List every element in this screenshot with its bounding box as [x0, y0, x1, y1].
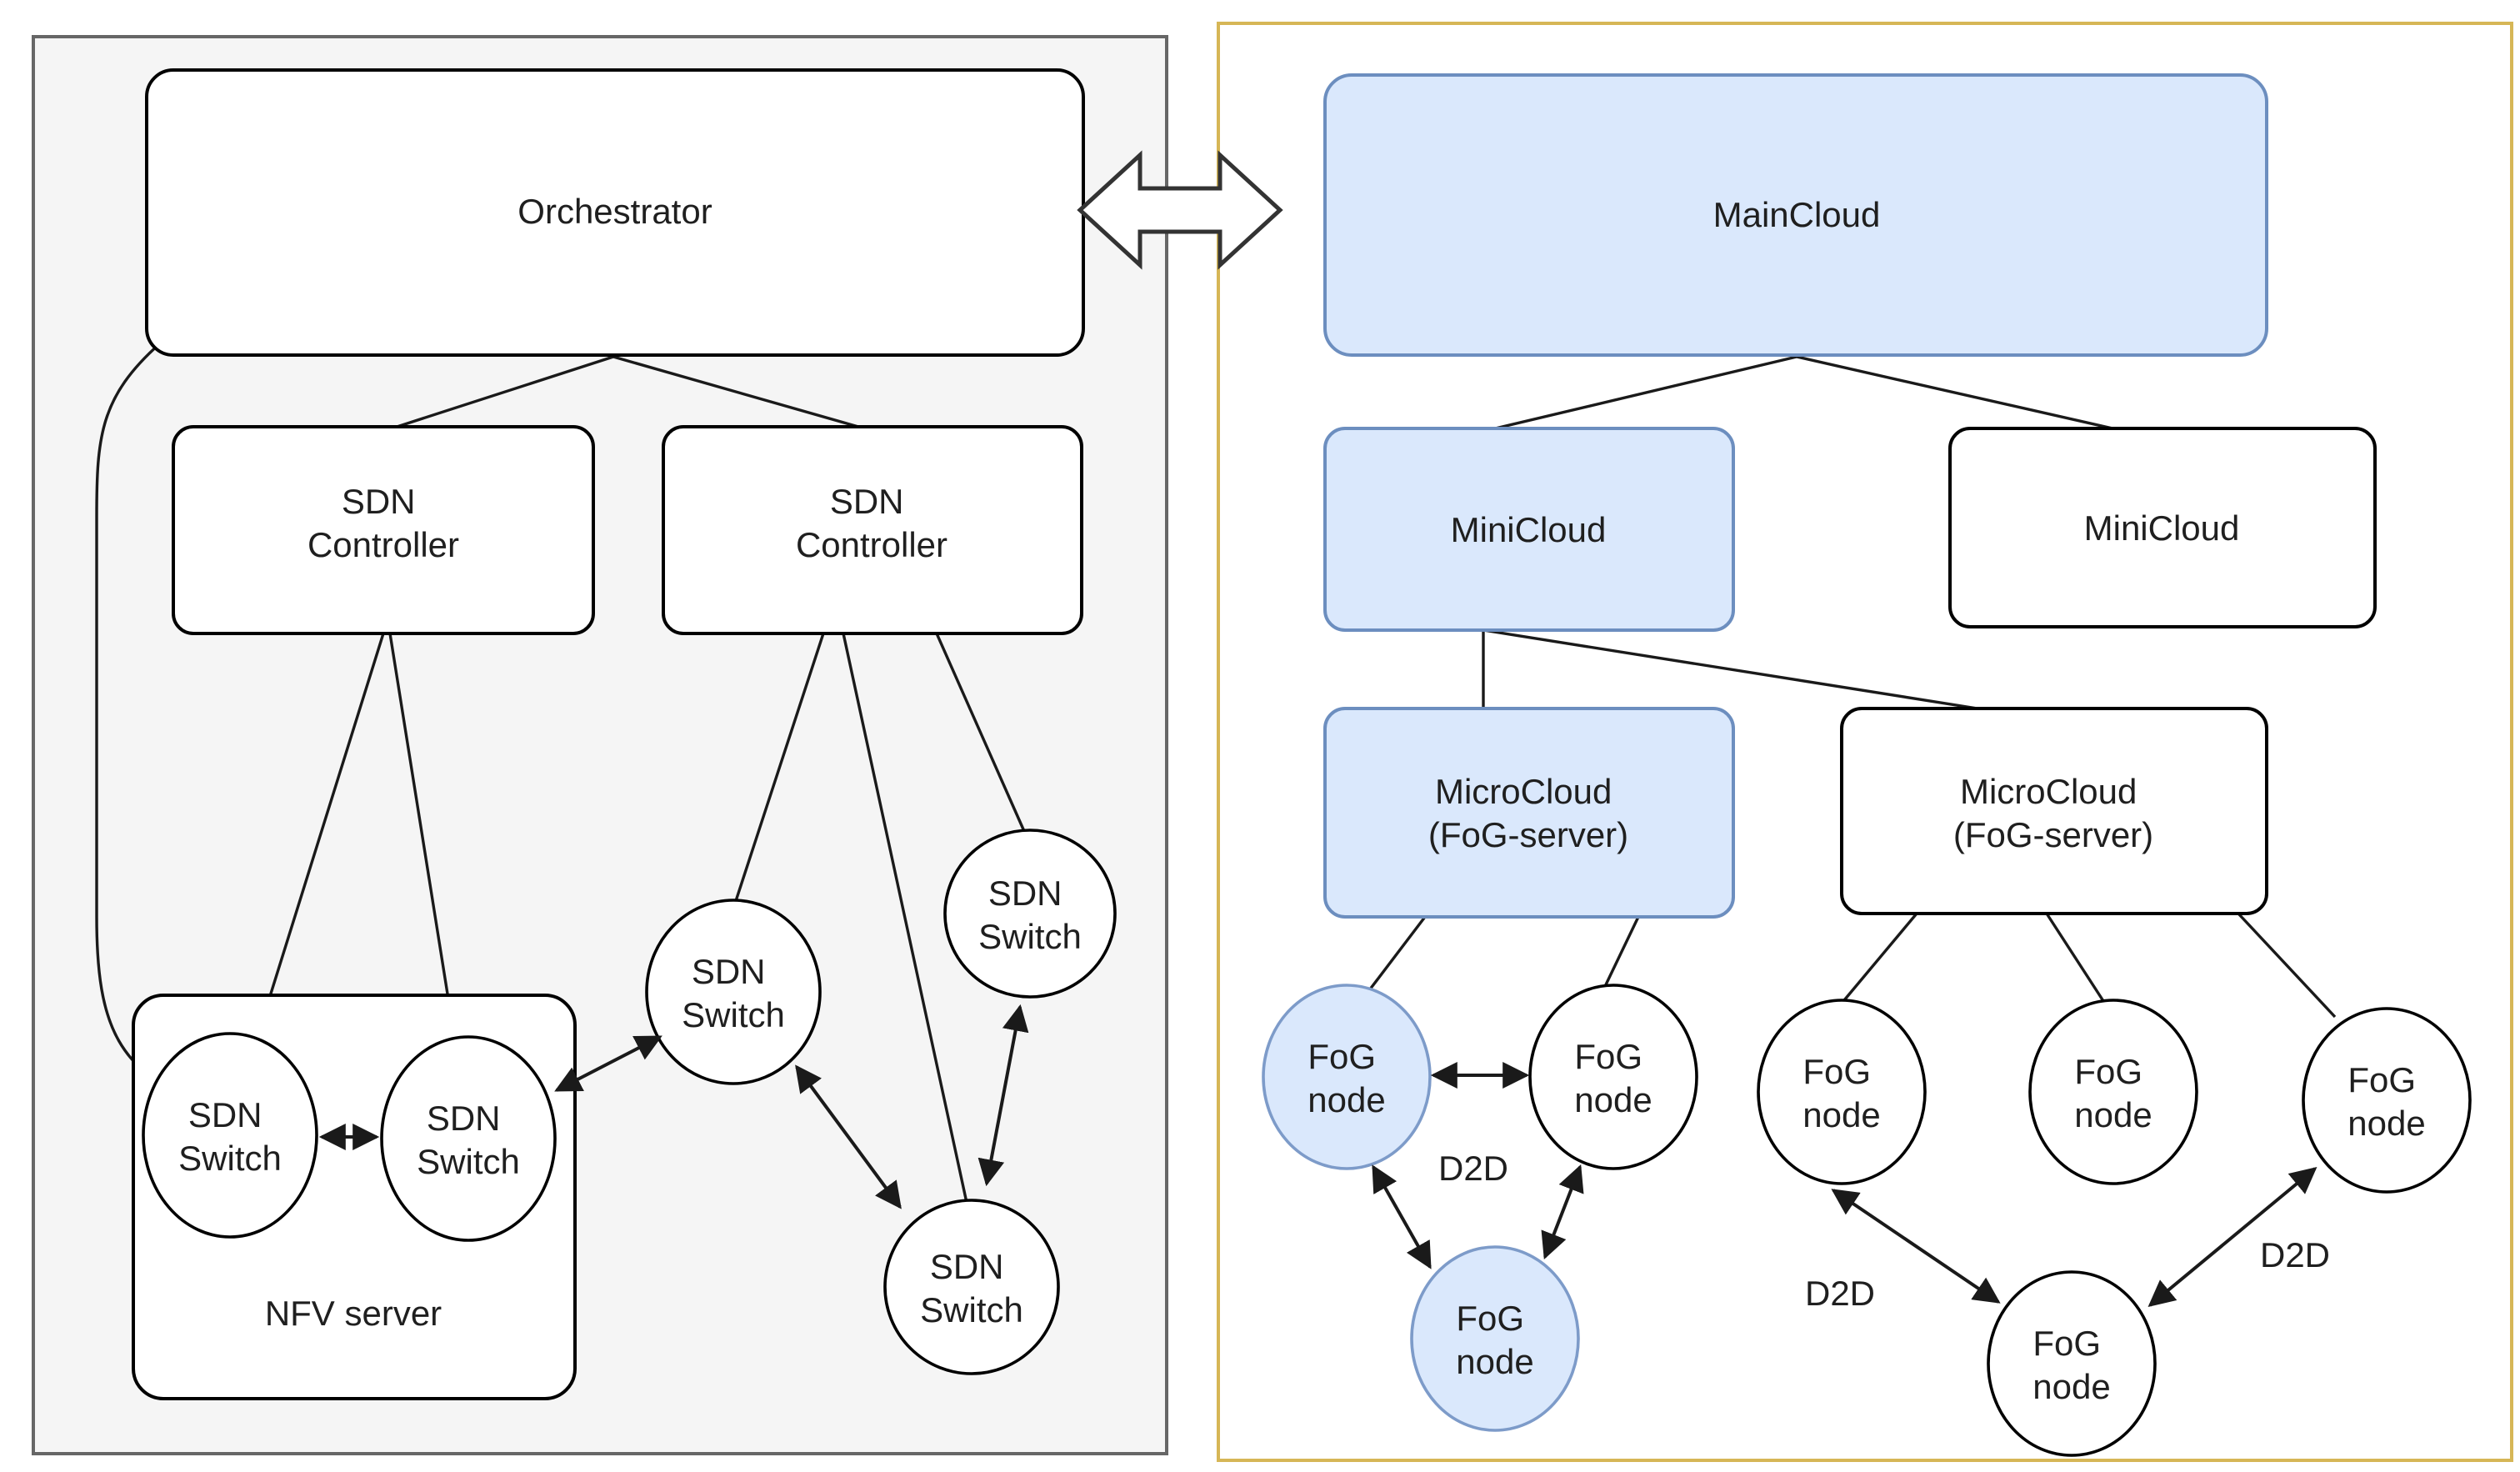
- d2d-label-left-group: D2D: [1438, 1149, 1508, 1188]
- edge-maincloud-minicloud-right: [1796, 355, 2121, 432]
- edge-controller-right-switch-topright: [935, 633, 1028, 838]
- bidirectional-arrow-icon: [1077, 150, 1283, 270]
- fog-node-blue-left: [1262, 984, 1432, 1170]
- arrow-d2d-fogwhite-bottom: [1541, 1164, 1584, 1259]
- arrow-topright-bottom-switch: [978, 1004, 1029, 1187]
- d2d-label-right-group-1: D2D: [1805, 1274, 1875, 1313]
- arrow-d2d-right-2: [2148, 1166, 2318, 1308]
- fog-node-right-2: [2028, 999, 2198, 1185]
- fog-node-right-bottom: [1987, 1270, 2157, 1457]
- edge-controller-right-switch-bottom: [842, 633, 970, 1211]
- sdn-controller-right-box: [662, 425, 1083, 635]
- edge-microcloud2-fog5: [2045, 913, 2107, 1004]
- fog-node-right-bottom-label: FoG node: [2032, 1324, 2110, 1406]
- orchestrator-label: Orchestrator: [518, 192, 712, 231]
- microcloud-right-label: MicroCloud (FoG-server): [1953, 772, 2153, 854]
- fog-node-right-3: [2302, 1007, 2472, 1194]
- arrow-d2d-right-1: [1831, 1189, 2001, 1304]
- sdn-switch-bottom-label: SDN Switch: [920, 1247, 1023, 1329]
- fog-node-right-2-label: FoG node: [2074, 1052, 2152, 1134]
- sdn-switch-mid: [645, 899, 822, 1085]
- maincloud-label: MainCloud: [1713, 195, 1881, 234]
- sdn-controller-right-label: SDN Controller: [796, 482, 948, 564]
- edge-orchestrator-controller-right: [612, 355, 871, 432]
- arrow-mid-bottom-switch: [795, 1064, 902, 1209]
- fog-node-right-1: [1757, 999, 1927, 1185]
- edge-microcloud-fog1: [1360, 915, 1427, 1002]
- edge-microcloud2-fog4: [1838, 912, 1918, 1007]
- arrow-d2d-fogblue-bottom: [1372, 1164, 1432, 1269]
- edge-microcloud2-fog6: [2237, 912, 2337, 1019]
- fog-node-blue-bottom-label: FoG node: [1456, 1299, 1533, 1381]
- sdn-switch-nfv-2-label: SDN Switch: [417, 1099, 520, 1181]
- edge-orchestrator-controller-left: [386, 355, 614, 432]
- fog-node-blue-left-label: FoG node: [1308, 1037, 1385, 1119]
- sdn-switch-nfv-1-label: SDN Switch: [178, 1095, 282, 1178]
- fog-node-right-3-label: FoG node: [2348, 1060, 2425, 1143]
- microcloud-left-box: [1323, 707, 1735, 919]
- sdn-switch-top-right: [943, 829, 1117, 999]
- sdn-switch-nfv-2: [380, 1035, 557, 1242]
- fog-node-blue-bottom: [1410, 1245, 1580, 1432]
- microcloud-right-box: [1840, 707, 2268, 915]
- minicloud-right-box: [1948, 427, 2377, 628]
- d2d-label-right-group-2: D2D: [2260, 1235, 2330, 1274]
- minicloud-right-label: MiniCloud: [2084, 508, 2240, 548]
- fog-node-white-left-label: FoG node: [1574, 1037, 1652, 1119]
- sdn-switch-mid-label: SDN Switch: [682, 952, 785, 1034]
- maincloud-box: [1323, 73, 2268, 357]
- edge-maincloud-minicloud-left: [1488, 355, 1798, 432]
- minicloud-left-label: MiniCloud: [1451, 510, 1607, 549]
- nfv-server-label: NFV server: [265, 1294, 442, 1333]
- fog-node-white-left: [1528, 984, 1698, 1170]
- microcloud-left-label: MicroCloud (FoG-server): [1428, 772, 1628, 854]
- sdn-switch-nfv-1: [142, 1032, 318, 1239]
- edge-controller-right-switch-mid: [732, 633, 825, 909]
- fog-node-right-1-label: FoG node: [1802, 1052, 1880, 1134]
- sdn-switch-bottom: [883, 1199, 1060, 1375]
- edge-microcloud-fog2: [1598, 916, 1640, 998]
- sdn-controller-left-box: [172, 425, 595, 635]
- arrow-nfv-switch2-mid: [554, 1035, 662, 1092]
- edge-minicloud-microcloud-right: [1482, 628, 1999, 713]
- sdn-controller-left-label: SDN Controller: [308, 482, 459, 564]
- minicloud-left-box: [1323, 427, 1735, 632]
- sdn-switch-top-right-label: SDN Switch: [978, 874, 1082, 956]
